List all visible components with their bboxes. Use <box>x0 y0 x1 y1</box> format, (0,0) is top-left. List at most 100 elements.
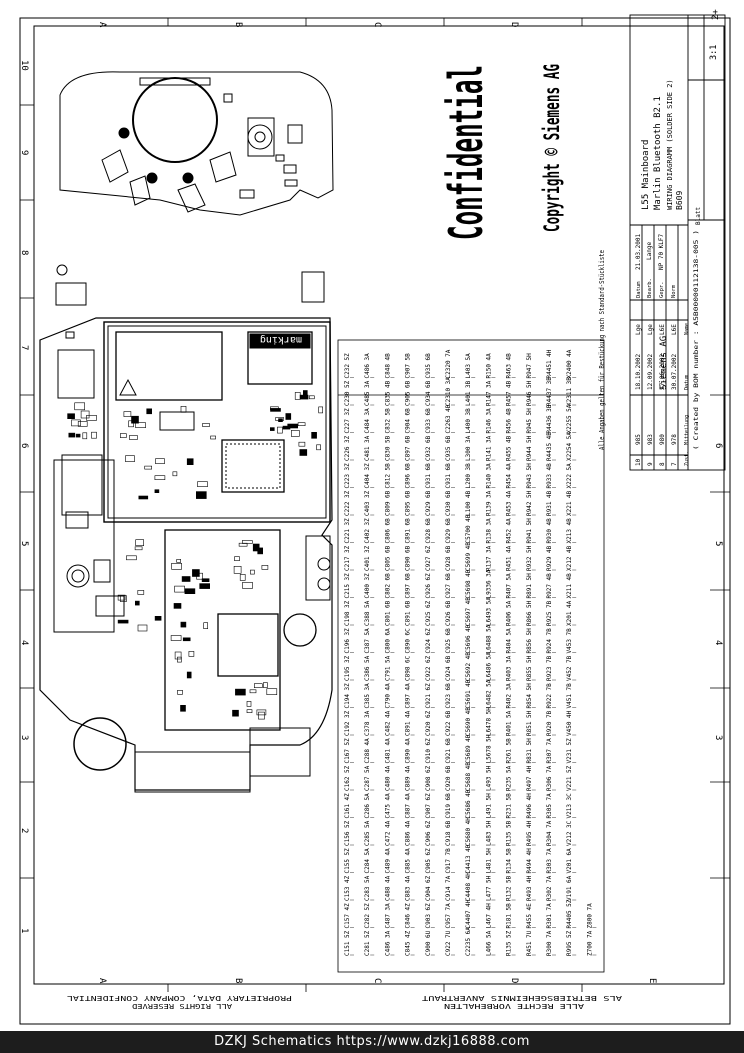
part-entry: V201 6A <box>566 848 573 874</box>
smd-component <box>174 585 185 593</box>
part-entry: C835 4B <box>384 380 391 406</box>
round-pad <box>317 577 331 591</box>
revision-name: L6E <box>659 324 666 335</box>
smd-component <box>186 458 194 466</box>
smd-component <box>135 422 146 429</box>
part-entry: R303 7A <box>546 848 553 874</box>
part-entry: C848 4B <box>384 353 391 379</box>
part-entry: C4408 4H <box>465 872 472 901</box>
part-entry: L300 3A <box>465 435 472 461</box>
part-entry: R4451 4H <box>546 349 553 378</box>
border-number: 4 <box>19 640 29 645</box>
border-number: 2 <box>19 828 29 833</box>
board-top-outline <box>59 71 334 216</box>
part-entry: R141 3A <box>485 435 492 461</box>
part-entry: R463 4B <box>506 353 513 379</box>
part-entry: R137 3A <box>485 545 492 571</box>
part-entry: C285 5A <box>364 820 371 846</box>
title-line-2: Marlin Bluetooth B2.1 <box>653 96 663 210</box>
part-entry: C907 6Z <box>425 793 432 819</box>
smd-component <box>202 423 210 427</box>
part-entry: R494 4H <box>526 848 533 874</box>
part-entry: L6493 5A <box>485 597 492 626</box>
part-entry: X2400 4A <box>566 349 573 378</box>
part-entry: V191 6A <box>566 875 573 901</box>
part-entry: R942 5H <box>526 490 533 516</box>
part-entry: C922 7U <box>445 930 452 956</box>
part-entry: C475 4A <box>384 793 391 819</box>
title-line-3: WIRING DIAGRAMM (SOLDER SIDE 2) <box>666 79 674 210</box>
part-entry: C472 4A <box>384 820 391 846</box>
revision-number: 980 <box>659 434 666 445</box>
border-letter: C <box>372 978 382 983</box>
part-entry: R138 3A <box>485 518 492 544</box>
part-entry: R495 4H <box>526 820 533 846</box>
ic-baseband-upper <box>115 331 223 401</box>
title-block-text: 3:1 2+ Blatt L55 Mainboard Marlin Blueto… <box>635 9 721 450</box>
part-entry: R140 3A <box>485 463 492 489</box>
part-entry: L467 4H <box>485 903 492 929</box>
inner-frame <box>33 25 725 985</box>
revision-name: Lge <box>647 324 654 335</box>
part-entry: L100 4B <box>465 490 472 516</box>
smd-component <box>232 709 239 717</box>
smd-component <box>177 656 182 663</box>
part-entry: C167 5Z <box>344 738 351 764</box>
parts-table <box>337 339 605 973</box>
part-entry: C2263 4B <box>445 404 452 433</box>
part-entry: R922 7B <box>546 683 553 709</box>
bluetooth-label: marking <box>260 334 302 345</box>
smd-component <box>277 426 283 434</box>
smd-component <box>123 411 132 417</box>
border-number: 1 <box>19 928 29 933</box>
part-entry: C806 6B <box>384 518 391 544</box>
smd-component <box>120 595 127 602</box>
smd-component <box>171 562 182 570</box>
smd-component <box>181 576 191 582</box>
part-entry: C194 3Z <box>344 683 351 709</box>
revision-date: 18.10.2002 <box>635 353 642 390</box>
component-block <box>93 559 111 583</box>
part-entry: X211 4B <box>566 573 573 599</box>
smd-component <box>137 590 145 595</box>
smd-component <box>242 582 253 589</box>
component-block <box>95 595 125 617</box>
part-entry: C924 6Z <box>425 628 432 654</box>
speaker-top-bar <box>139 77 211 86</box>
part-entry: C386 5A <box>364 655 371 681</box>
smd-component <box>250 569 255 575</box>
part-entry: R305 7A <box>546 793 553 819</box>
sheet-value: 2+ <box>711 9 721 20</box>
part-entry: C896 6B <box>405 463 412 489</box>
border-grid-marks <box>20 18 730 992</box>
part-entry: Z800 7A <box>586 903 593 929</box>
part-entry: C223 3Z <box>344 463 351 489</box>
smd-component <box>172 471 178 477</box>
small-component <box>287 124 303 144</box>
smd-component <box>180 704 186 712</box>
part-entry: C281 5Z <box>364 930 371 956</box>
part-entry: L6486 5A <box>485 652 492 681</box>
smd-component <box>297 422 306 427</box>
revision-name: L6E <box>671 324 678 335</box>
part-entry: R235 5A <box>506 765 513 791</box>
part-entry: R941 5H <box>526 518 533 544</box>
part-entry: C5680 4H <box>465 817 472 846</box>
smd-component <box>294 392 301 400</box>
part-entry: C918 6B <box>445 820 452 846</box>
part-entry: C924 6B <box>445 655 452 681</box>
smd-component <box>131 415 139 424</box>
part-entry: R4437 3B <box>546 377 553 406</box>
part-entry: L403 5A <box>465 353 472 379</box>
part-entry: C2320 7A <box>445 349 452 378</box>
part-entry: C919 6B <box>445 793 452 819</box>
smd-component <box>146 408 152 415</box>
smd-component <box>234 556 240 562</box>
border-number: 7 <box>19 345 29 350</box>
side-note: Alle Angaben gelten für Bestückung nach … <box>598 250 606 450</box>
part-entry: C401 3Z <box>364 545 371 571</box>
confidential-text: Confidential <box>439 65 493 240</box>
shield-frame-left <box>53 459 115 633</box>
component-block <box>65 511 89 529</box>
